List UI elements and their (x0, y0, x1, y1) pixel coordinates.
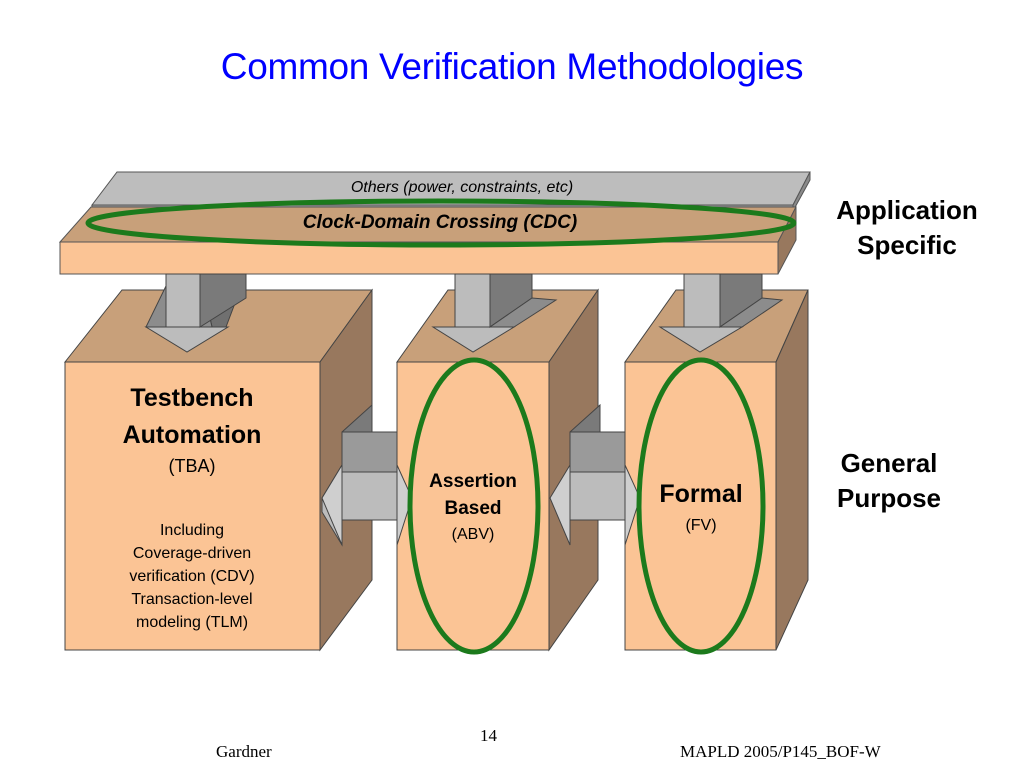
application-label-line2: Specific (857, 230, 957, 260)
abv-title-line1: Assertion (429, 471, 517, 492)
tba-detail-line: verification (CDV) (129, 568, 254, 585)
footer-reference: MAPLD 2005/P145_BOF-W (680, 742, 881, 761)
vertical-arrow-tba (144, 273, 247, 353)
fv-highlight-ellipse (636, 357, 766, 655)
general-label-line1: General (840, 448, 938, 478)
application-label-line1: Application (836, 195, 978, 225)
cdc-layer-label: Clock-Domain Crossing (CDC) (303, 212, 577, 233)
tba-detail-line: Including (160, 522, 224, 539)
general-purpose-label: General Purpose (808, 446, 970, 516)
fv-abbrev: (FV) (685, 517, 716, 534)
tba-title-line2: Automation (123, 421, 262, 449)
horizontal-arrow-abv-fv (549, 403, 641, 546)
cdc-highlight-ellipse (85, 198, 797, 248)
others-layer-label: Others (power, constraints, etc) (351, 179, 573, 196)
tba-detail-line: Transaction-level (131, 591, 252, 608)
vertical-arrow-abv (431, 273, 558, 353)
tba-text: Testbench Automation (TBA) Including Cov… (123, 384, 262, 631)
application-specific-label: Application Specific (814, 193, 1000, 263)
cdc-layer: Clock-Domain Crossing (CDC) (58, 206, 797, 275)
tba-detail-line: Coverage-driven (133, 545, 251, 562)
abv-title-line2: Based (444, 498, 501, 519)
tba-abbrev: (TBA) (169, 456, 216, 476)
abv-text: Assertion Based (ABV) (429, 471, 517, 543)
general-label-line2: Purpose (836, 483, 942, 513)
page-number: 14 (480, 726, 497, 745)
tba-detail-line: modeling (TLM) (136, 614, 248, 631)
abv-highlight-ellipse (407, 357, 541, 655)
abv-abbrev: (ABV) (452, 526, 495, 543)
fv-text: Formal (FV) (659, 480, 742, 534)
tba-title-line1: Testbench (130, 384, 253, 412)
slide-title: Common Verification Methodologies (220, 46, 804, 87)
vertical-arrow-fv (658, 273, 784, 353)
tba-box (63, 288, 373, 652)
horizontal-arrow-tba-abv (321, 403, 413, 547)
footer-author: Gardner (216, 742, 272, 761)
fv-title: Formal (659, 480, 742, 508)
